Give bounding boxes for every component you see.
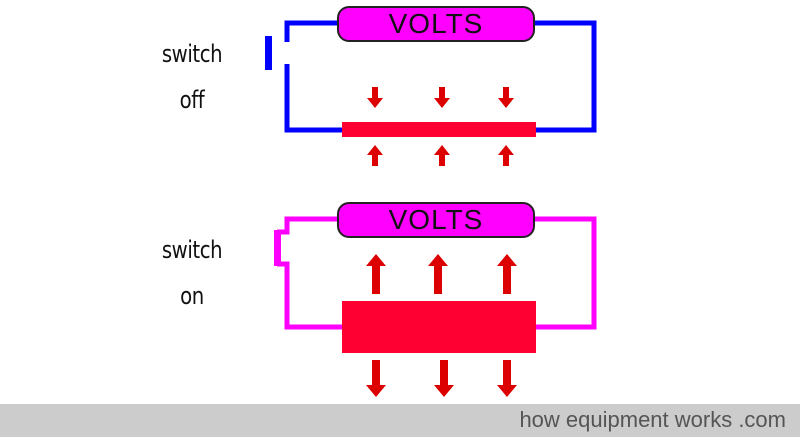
circuit-diagram <box>265 20 597 397</box>
volts-meter-off-label: VOLTS <box>388 8 484 39</box>
footer-bar: how equipment works .com <box>0 404 800 437</box>
arrow-up-icon <box>498 145 514 166</box>
switch-off-label-line2: off <box>179 86 205 114</box>
arrow-up-icon <box>367 145 383 166</box>
outward-arrows <box>366 254 517 397</box>
inward-arrows <box>367 87 514 166</box>
arrow-down-icon <box>434 87 450 108</box>
on-circuit-wire-left <box>277 216 337 235</box>
off-circuit-wire-right <box>535 20 597 133</box>
volts-meter-on-label: VOLTS <box>388 204 484 235</box>
footer-credit: how equipment works .com <box>519 407 786 432</box>
heating-element-off <box>342 122 536 137</box>
off-circuit-wire <box>284 20 337 42</box>
on-circuit <box>274 216 597 397</box>
arrow-down-icon <box>434 360 454 397</box>
arrow-up-icon <box>497 254 517 294</box>
arrow-up-icon <box>366 254 386 294</box>
arrow-down-icon <box>497 360 517 397</box>
switch-on-label-line2: on <box>180 282 204 310</box>
arrow-down-icon <box>498 87 514 108</box>
heating-element-on <box>342 301 536 353</box>
on-circuit-wire-lower <box>277 261 342 330</box>
closed-switch-contact <box>274 230 281 266</box>
open-switch-contact <box>265 36 272 70</box>
switch-off-label-line1: switch <box>161 40 223 68</box>
volts-meter-on: VOLTS <box>337 202 535 238</box>
volts-meter-off: VOLTS <box>337 6 535 42</box>
arrow-up-icon <box>428 254 448 294</box>
off-circuit-wire-lower <box>284 64 342 133</box>
arrow-down-icon <box>366 360 386 397</box>
on-circuit-wire-right <box>535 216 597 330</box>
arrow-down-icon <box>367 87 383 108</box>
off-circuit <box>265 20 597 166</box>
switch-on-label-line1: switch <box>161 236 223 264</box>
arrow-up-icon <box>434 145 450 166</box>
